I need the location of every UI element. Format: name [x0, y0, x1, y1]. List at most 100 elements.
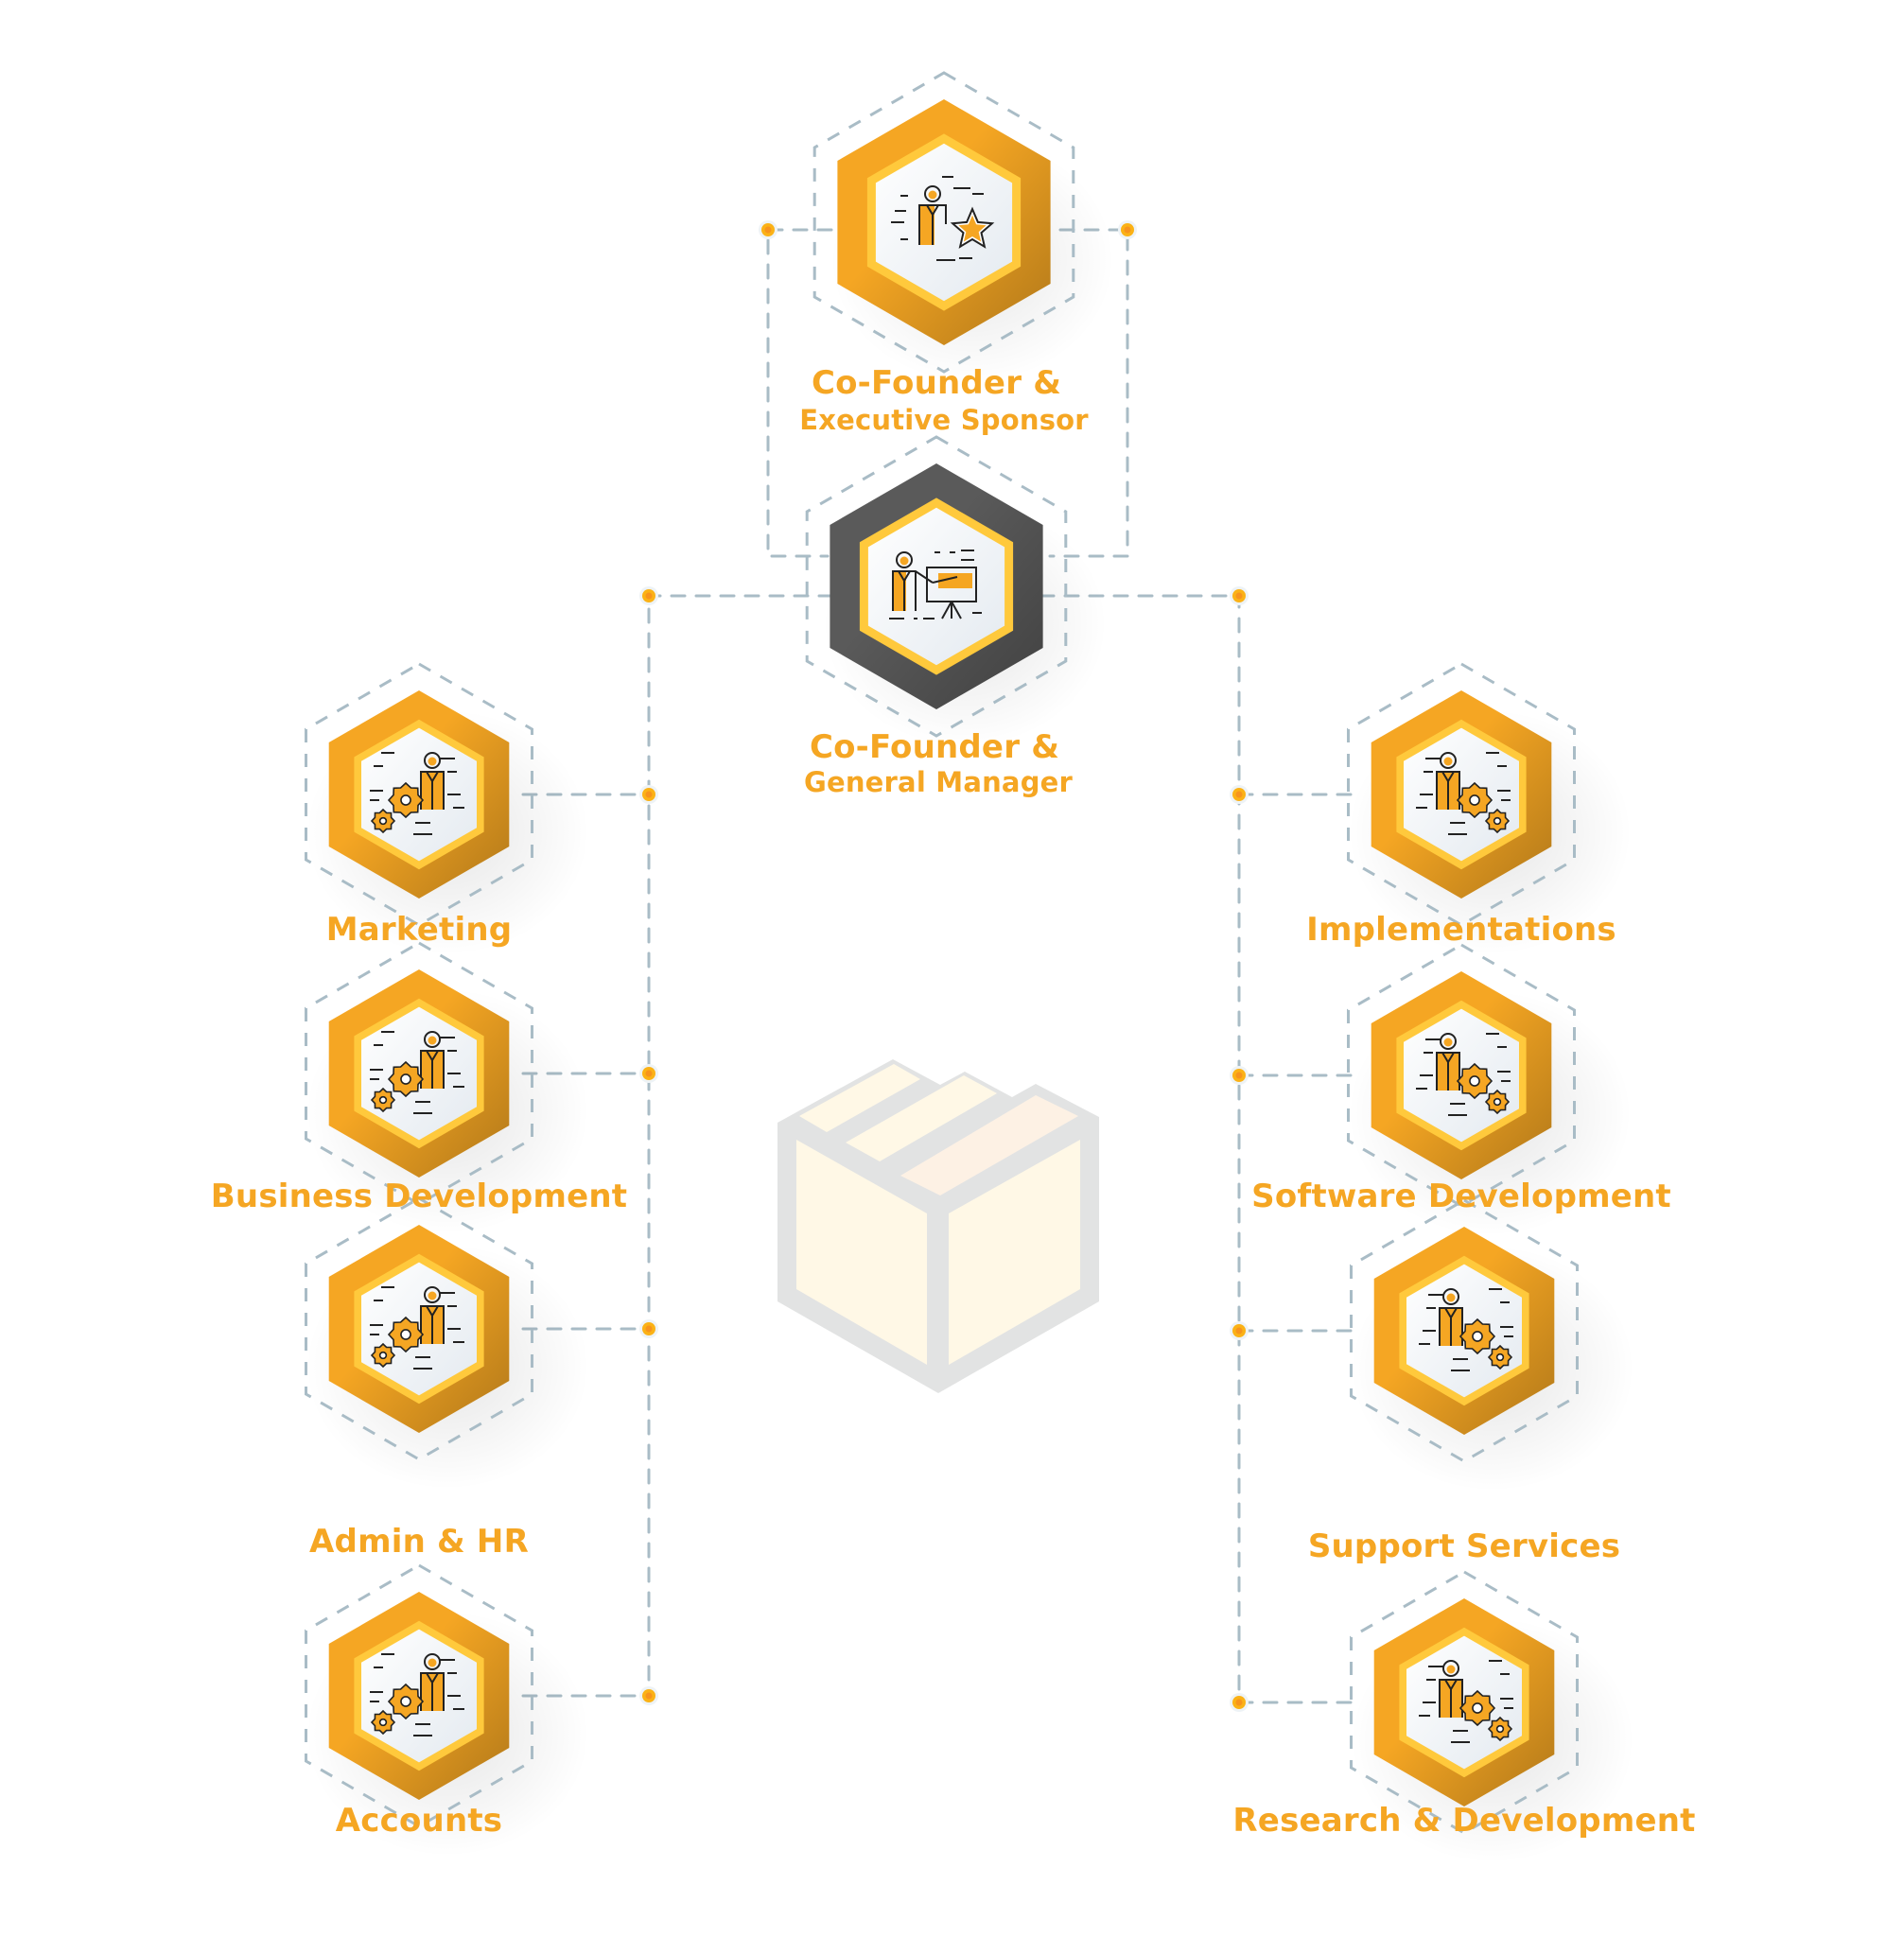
large-gear-icon — [1459, 1318, 1496, 1355]
person-body — [420, 771, 445, 810]
person-body-fill — [893, 571, 906, 611]
person-head-fill — [928, 190, 937, 200]
person-star-icon — [891, 176, 995, 261]
exec-to-gm-right-connector — [1034, 228, 1129, 558]
small-gear-icon — [1487, 1716, 1513, 1742]
person-body — [1439, 1679, 1463, 1718]
person-head — [424, 1031, 441, 1048]
research-development-label: Research & Development — [1232, 1802, 1696, 1840]
dashed-hex-outline — [1347, 662, 1576, 927]
connector-dot-core — [1124, 226, 1131, 234]
dashed-hex-outline — [1347, 943, 1576, 1208]
person-gears-icon — [370, 1286, 464, 1370]
person-head-fill — [428, 1658, 437, 1667]
dashed-hex-outline — [805, 435, 1068, 738]
small-gear-icon — [370, 1342, 396, 1369]
accounts-label: Accounts — [335, 1802, 503, 1840]
small-gear-icon — [1484, 808, 1511, 834]
easel-legs — [941, 601, 962, 619]
connector-dot-core — [1235, 592, 1243, 600]
general-manager-title-line2: General Manager — [803, 766, 1074, 798]
person-gears-icon — [370, 1653, 464, 1736]
admin-hr-label: Admin & HR — [309, 1523, 529, 1561]
executive-sponsor-title-line2: Executive Sponsor — [799, 404, 1089, 436]
person-head-fill — [428, 757, 437, 766]
person-head-fill — [1443, 1038, 1453, 1047]
business-development-label: Business Development — [210, 1178, 628, 1215]
dashed-hex-outline — [812, 71, 1075, 374]
connector-dot-core — [764, 226, 772, 234]
person-body — [1436, 771, 1460, 810]
node-general-manager[interactable] — [805, 435, 1107, 747]
person-head — [924, 185, 941, 202]
executive-sponsor-title-line1: Co-Founder & — [811, 364, 1062, 402]
person-presentation-icon — [889, 550, 982, 619]
node-software-development[interactable] — [1347, 943, 1632, 1236]
person-head-fill — [1446, 1665, 1456, 1674]
connector-dot-core — [1235, 791, 1243, 798]
large-gear-icon — [1456, 781, 1494, 819]
box-flap-2 — [846, 1075, 997, 1161]
person-head-fill — [900, 556, 909, 566]
large-gear-icon — [387, 781, 425, 819]
person-body — [892, 570, 934, 611]
large-gear-icon — [387, 1060, 425, 1098]
connector-dot-core — [1235, 1699, 1243, 1706]
small-gear-icon — [370, 1709, 396, 1736]
presentation-board-fill — [938, 573, 972, 588]
person-body — [420, 1305, 445, 1344]
person-body — [420, 1050, 445, 1089]
person-head — [424, 752, 441, 769]
person-gears-icon — [370, 1031, 464, 1114]
small-gear-icon — [1484, 1089, 1511, 1115]
hex-inner — [867, 507, 1005, 666]
person-head — [424, 1286, 441, 1303]
person-head-fill — [428, 1291, 437, 1300]
connector-dot-core — [645, 1692, 653, 1700]
small-gear-icon — [1487, 1344, 1513, 1370]
person-gears-icon — [370, 752, 464, 835]
node-admin-hr[interactable] — [305, 1196, 589, 1490]
dashed-hex-outline — [305, 1196, 533, 1461]
person-head — [424, 1653, 441, 1670]
package-box-icon — [777, 1059, 1099, 1393]
node-business-development[interactable] — [305, 941, 589, 1234]
node-marketing[interactable] — [305, 662, 589, 955]
dashed-hex-outline — [305, 1563, 533, 1828]
connector-dot-core — [645, 592, 653, 600]
box-flap-3 — [900, 1095, 1078, 1195]
box-flap-1 — [799, 1064, 920, 1132]
node-research-development[interactable] — [1350, 1570, 1634, 1863]
connector-dots — [639, 220, 1249, 1712]
star-fill — [958, 215, 987, 242]
small-gear-icon — [370, 1087, 396, 1113]
dashed-hex-outline — [1350, 1198, 1579, 1463]
large-gear-icon — [387, 1683, 425, 1720]
person-body-fill — [919, 205, 935, 245]
person-body — [1436, 1052, 1460, 1091]
person-head — [1442, 1288, 1459, 1305]
hex-inner — [875, 143, 1013, 302]
software-development-label: Software Development — [1251, 1178, 1671, 1215]
large-gear-icon — [387, 1316, 425, 1353]
node-support-services[interactable] — [1350, 1198, 1634, 1492]
person-gears-icon — [1419, 1288, 1513, 1371]
connector-dot-core — [645, 1070, 653, 1077]
box-right-face — [949, 1140, 1080, 1365]
person-head — [896, 551, 913, 568]
node-implementations[interactable] — [1347, 662, 1632, 955]
support-services-label: Support Services — [1307, 1527, 1621, 1565]
pointer — [932, 576, 958, 584]
node-executive-sponsor[interactable] — [812, 71, 1114, 383]
connector-dot-core — [645, 1325, 653, 1333]
dashed-hex-outline — [1350, 1570, 1579, 1835]
dashed-hex-outline — [305, 662, 533, 927]
person-gears-icon — [1416, 1033, 1511, 1116]
connector-dot-core — [645, 791, 653, 798]
box-left-face — [796, 1140, 927, 1365]
small-gear-icon — [370, 808, 396, 834]
person-gears-icon — [1419, 1660, 1513, 1743]
large-gear-icon — [1456, 1062, 1494, 1100]
node-accounts[interactable] — [305, 1563, 589, 1857]
